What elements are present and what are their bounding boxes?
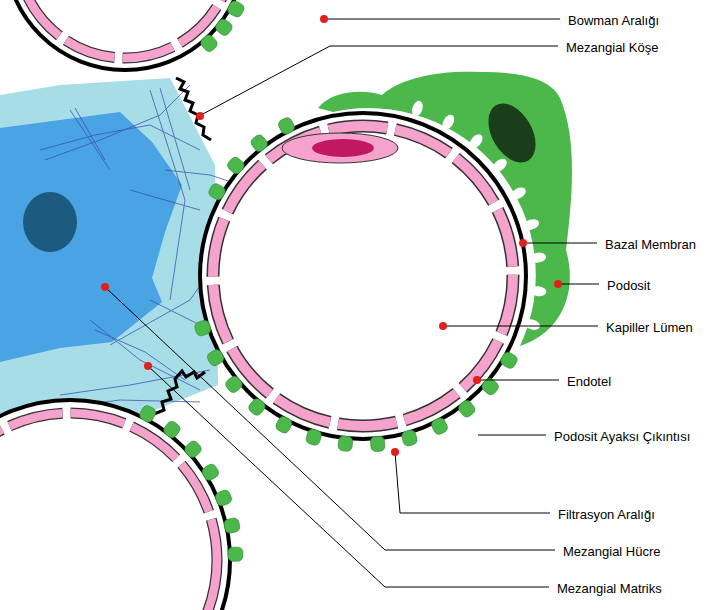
foot-process bbox=[338, 435, 353, 451]
foot-process bbox=[480, 376, 501, 396]
podocyte-gap bbox=[523, 318, 541, 332]
part-label: Podosit Ayaksı Çıkıntısı bbox=[553, 429, 691, 444]
label-holder: Kapiller Lümen bbox=[605, 318, 694, 336]
label-holder: Mezangial Matriks bbox=[556, 579, 663, 597]
endothelium bbox=[213, 126, 513, 426]
podocyte-gap bbox=[509, 185, 528, 201]
foot-process bbox=[207, 182, 227, 202]
foot-process bbox=[228, 547, 243, 562]
foot-process bbox=[214, 17, 234, 37]
capillary-wall bbox=[0, 400, 230, 610]
basement-membrane bbox=[200, 113, 526, 439]
foot-process bbox=[199, 33, 219, 54]
podocyte-gap bbox=[530, 286, 547, 297]
part-label: Endotel bbox=[566, 374, 612, 389]
part-label: Filtrasyon Aralığı bbox=[557, 507, 656, 522]
foot-process bbox=[370, 436, 385, 452]
mesangial-cell bbox=[0, 112, 182, 362]
foot-process bbox=[226, 155, 247, 175]
part-label: Bowman Aralığı bbox=[567, 13, 660, 28]
foot-process bbox=[226, 0, 246, 19]
label-holder: Bazal Membran bbox=[604, 235, 697, 253]
mesangial-corner bbox=[176, 78, 211, 140]
part-label: Bazal Membran bbox=[604, 237, 697, 252]
endothelium bbox=[0, 413, 217, 610]
mesangial-corner bbox=[154, 371, 205, 414]
endothelial-cell-body bbox=[282, 133, 398, 163]
part-label: Mezangial Hücre bbox=[562, 544, 662, 559]
foot-process bbox=[183, 439, 204, 459]
foot-process bbox=[206, 348, 226, 368]
foot-process bbox=[200, 462, 220, 482]
endothelium-outline bbox=[213, 126, 513, 426]
foot-process bbox=[457, 399, 477, 419]
podocyte-body bbox=[318, 72, 572, 346]
label-holder: Filtrasyon Aralığı bbox=[557, 505, 656, 523]
podocyte-gap bbox=[522, 217, 540, 231]
leader-lines bbox=[105, 19, 599, 587]
label-holder: Mezangial Hücre bbox=[562, 542, 662, 560]
foot-process bbox=[499, 350, 519, 370]
label-holder: Podosit Ayaksı Çıkıntısı bbox=[553, 427, 691, 445]
endothelium-outline bbox=[0, 413, 217, 610]
foot-process bbox=[430, 416, 449, 436]
label-holder: Endotel bbox=[566, 372, 612, 390]
label-holder: Podosit bbox=[606, 276, 651, 294]
endothelium-outline bbox=[17, 0, 233, 58]
part-label: Mezangial Köşe bbox=[565, 40, 660, 55]
foot-process bbox=[249, 133, 269, 153]
capillary-wall bbox=[5, 0, 245, 70]
mesangial-nucleus bbox=[23, 192, 77, 252]
foot-process bbox=[214, 489, 233, 508]
podocyte-gap bbox=[467, 132, 485, 151]
foot-process bbox=[223, 517, 241, 534]
podocyte-nucleus bbox=[479, 95, 546, 170]
foot-process bbox=[274, 415, 293, 435]
podocyte-gap bbox=[490, 156, 509, 174]
podocyte-gap bbox=[440, 113, 457, 132]
foot-processes bbox=[138, 0, 519, 561]
foot-process bbox=[224, 374, 244, 394]
part-label: Podosit bbox=[606, 278, 651, 293]
label-holder: Mezangial Köşe bbox=[565, 38, 660, 56]
mesangial-matrix bbox=[0, 78, 218, 428]
foot-process bbox=[162, 419, 182, 439]
foot-process bbox=[193, 319, 212, 337]
foot-process bbox=[277, 116, 296, 136]
podocyte-gap bbox=[530, 252, 547, 264]
endothelial-nucleus bbox=[312, 139, 374, 157]
podocyte-gap bbox=[410, 99, 424, 117]
label-holder: Bowman Aralığı bbox=[567, 11, 660, 29]
foot-process bbox=[138, 404, 157, 424]
foot-process bbox=[305, 428, 323, 446]
pointer-dots bbox=[101, 15, 562, 456]
endothelium bbox=[17, 0, 233, 58]
part-label: Kapiller Lümen bbox=[605, 320, 694, 335]
foot-process bbox=[401, 429, 419, 447]
part-label: Mezangial Matriks bbox=[556, 581, 663, 596]
foot-process bbox=[247, 397, 267, 417]
